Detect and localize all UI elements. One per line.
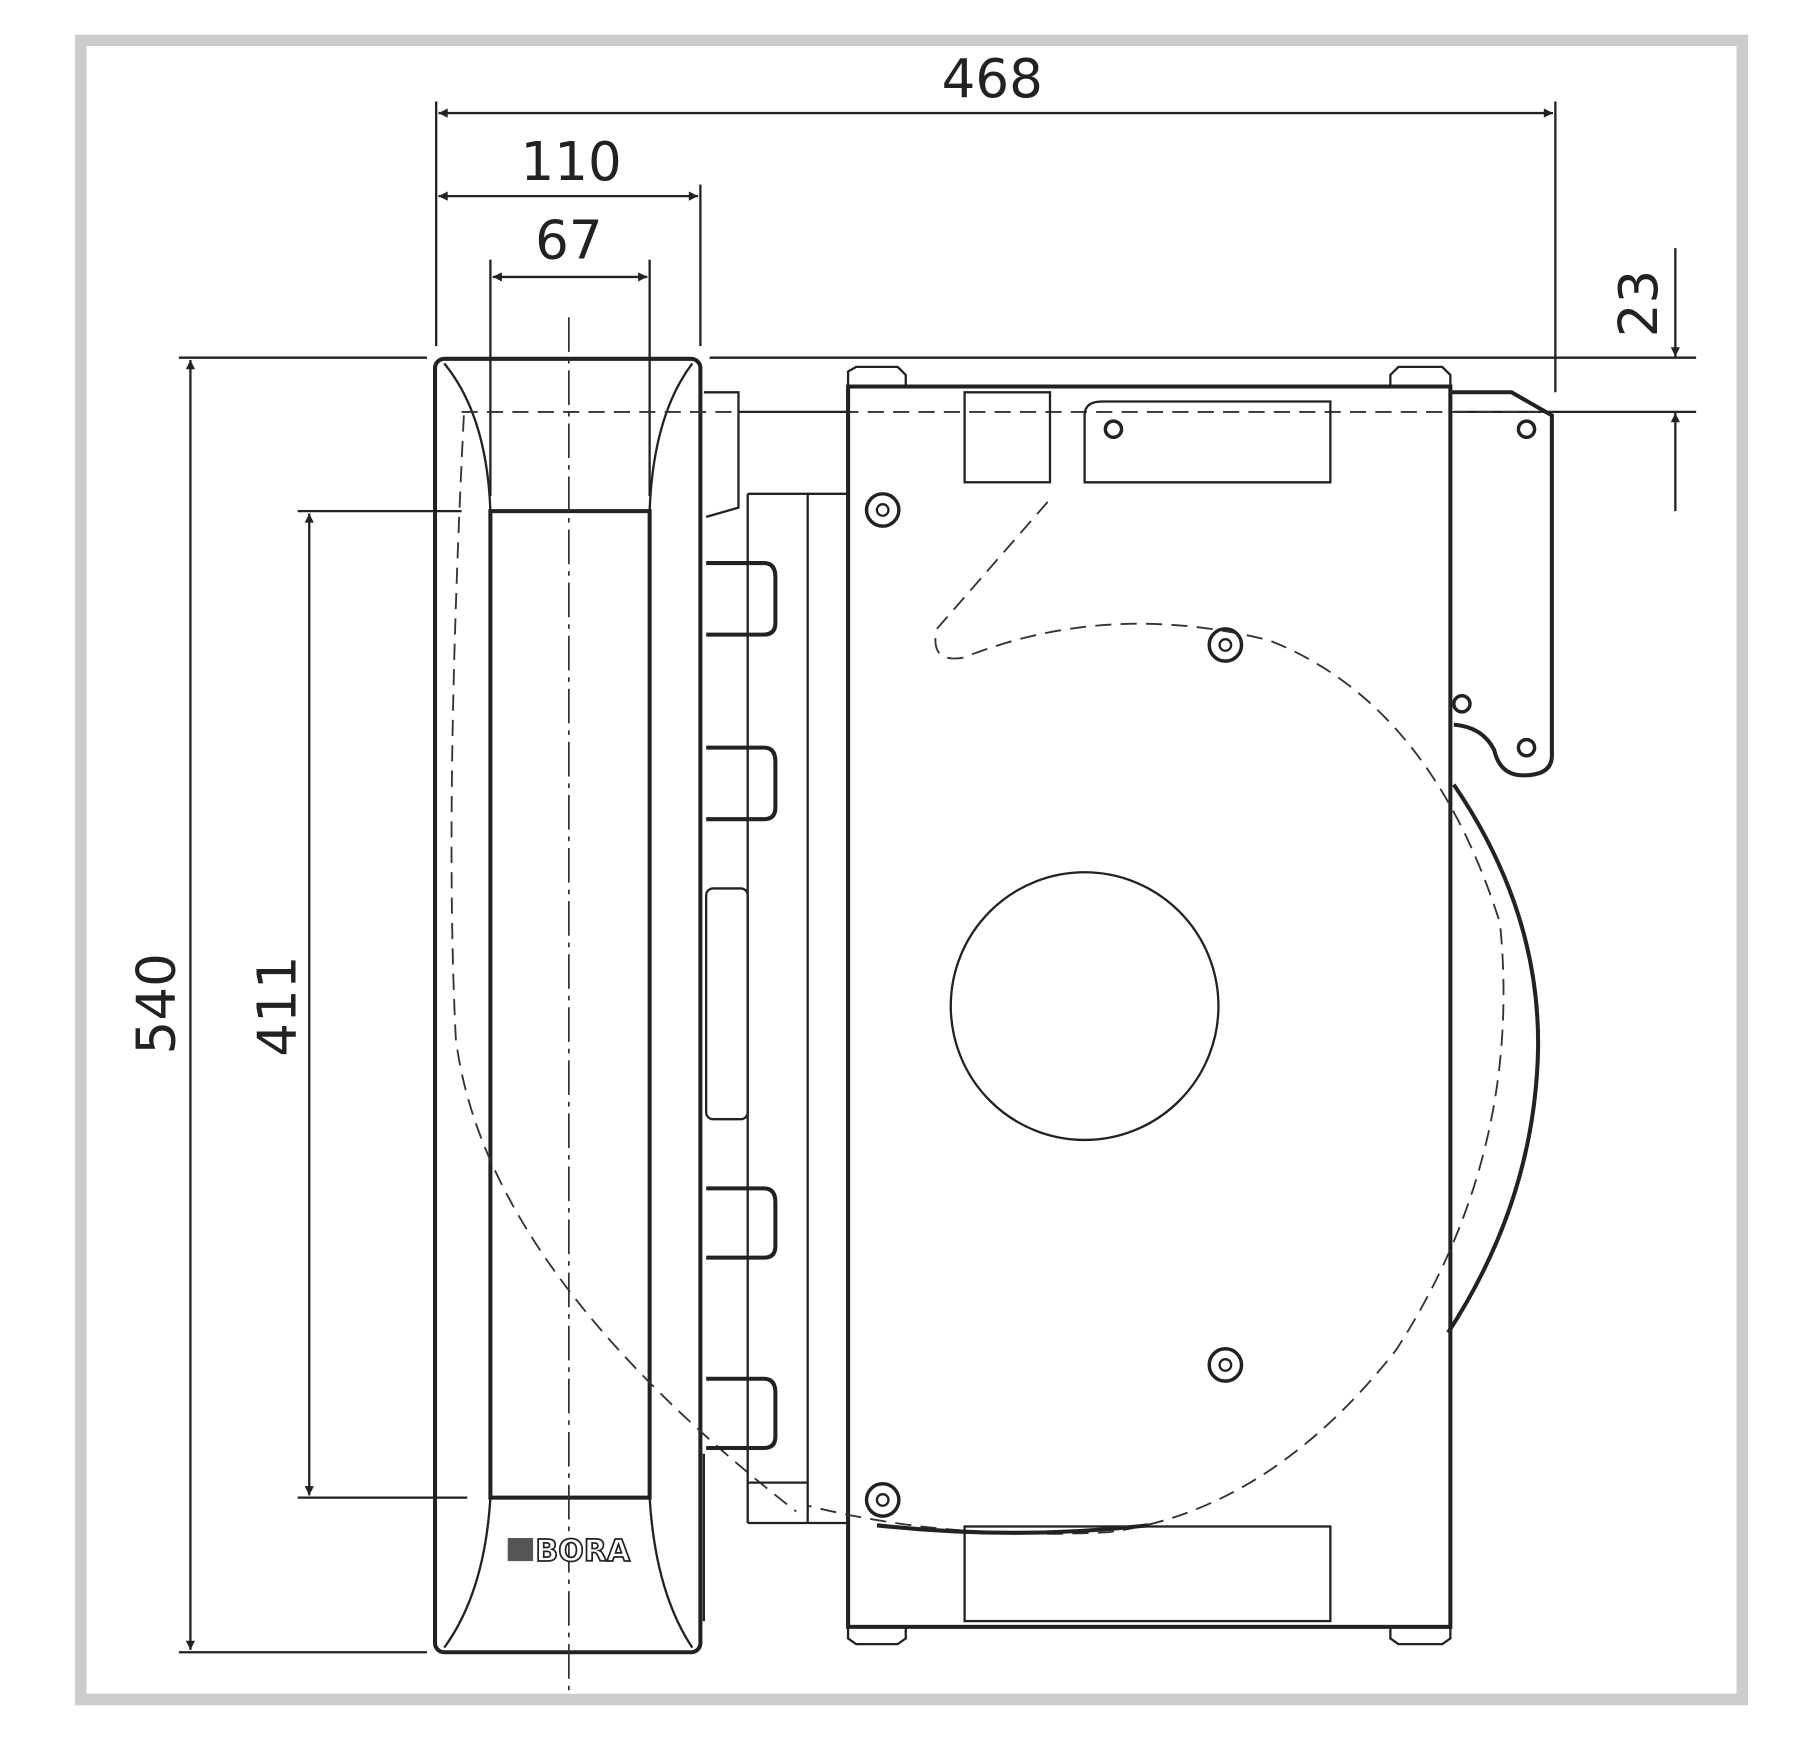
dimension-label: 67 — [535, 209, 603, 271]
fan-housing — [807, 365, 1554, 1646]
dimension-label: 411 — [246, 955, 308, 1056]
dimension-468: 468 — [435, 48, 1557, 393]
logo-text: BORA — [535, 1534, 630, 1569]
dimension-110: 110 — [438, 131, 702, 347]
dimension-label: 110 — [521, 131, 622, 193]
dimension-540: 540 — [125, 356, 427, 1654]
front-panel: BORA — [433, 317, 1552, 1697]
dimension-23: 23 — [709, 248, 1697, 512]
dimension-label: 468 — [942, 48, 1043, 110]
bora-logo: BORA — [507, 1533, 632, 1570]
screw-icons — [864, 419, 1537, 1518]
connector-strip — [702, 391, 849, 1622]
dimension-label: 23 — [1608, 270, 1670, 338]
dimension-67: 67 — [489, 209, 651, 497]
outlet-opening — [949, 871, 1220, 1142]
frame-border — [75, 34, 1749, 1706]
dimension-label: 540 — [125, 953, 187, 1054]
